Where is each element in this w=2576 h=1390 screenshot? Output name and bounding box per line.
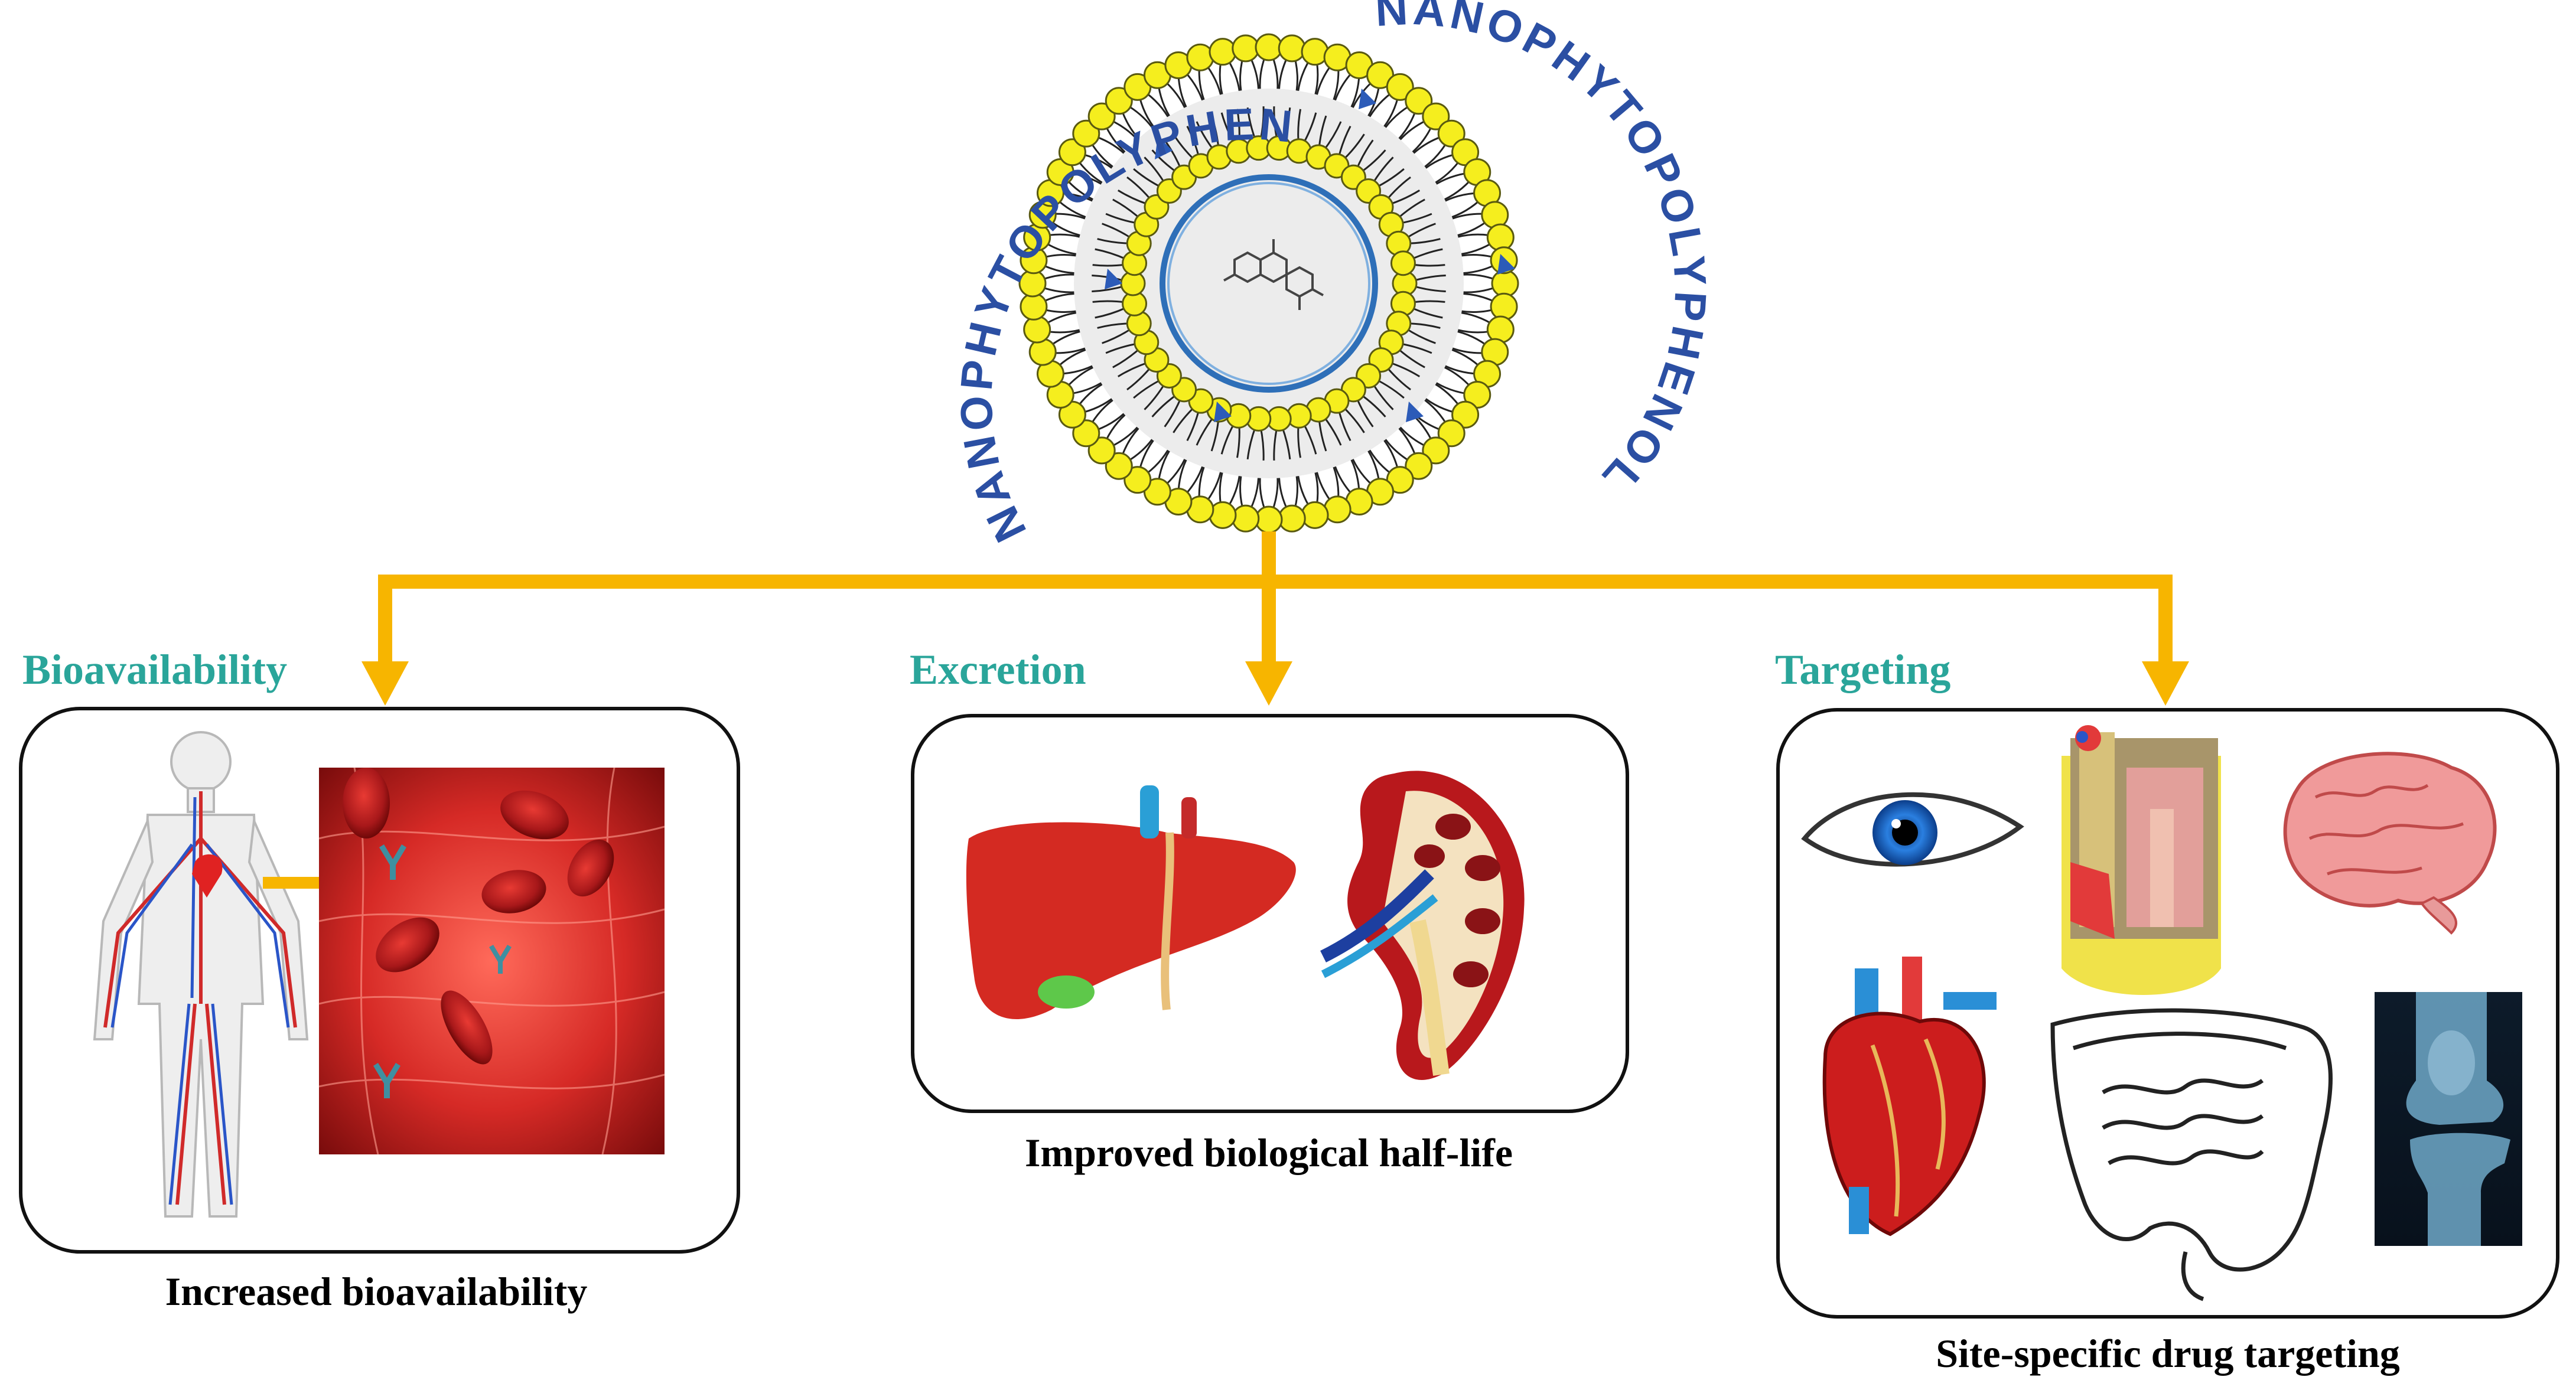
lipid-head <box>1405 87 1433 115</box>
lipid-head <box>1255 33 1283 61</box>
lipid-head <box>1437 419 1466 448</box>
arrowheads <box>362 661 2189 706</box>
caption-improved-half-life: Improved biological half-life <box>1025 1130 1513 1175</box>
lipid-head <box>1491 269 1519 298</box>
liver-illustration <box>966 785 1296 1019</box>
lipid-head <box>1437 119 1466 148</box>
kidney-illustration <box>1320 771 1525 1080</box>
category-label-targeting: Targeting <box>1775 646 1950 693</box>
lipid-head <box>1105 452 1133 480</box>
liposome: NANOPHYTOPOLYPHENOL NANOPHYTOPOLYPHENOL <box>0 0 1712 550</box>
lipid-head <box>1123 466 1152 494</box>
lipid-bilayer <box>1018 33 1519 534</box>
lipid-head <box>1278 504 1306 533</box>
lipid-head <box>1072 419 1100 448</box>
lipid-head <box>1232 34 1260 63</box>
drug-molecule-markers <box>1105 89 1515 422</box>
category-label-excretion: Excretion <box>910 646 1086 693</box>
connector-arrows <box>378 531 2173 673</box>
blood-vessel-with-red-cells-illustration <box>318 767 665 1155</box>
lipid-head <box>1386 73 1414 101</box>
lipid-head <box>1023 315 1051 344</box>
lipid-head <box>1020 292 1048 321</box>
core-circle <box>1160 174 1378 393</box>
lipid-head <box>1422 102 1450 130</box>
lipid-head <box>1087 436 1116 465</box>
arrowhead-right <box>2142 661 2189 706</box>
lipid-head <box>1451 400 1480 429</box>
eye-illustration <box>1801 792 2024 867</box>
intestine-illustration <box>2050 1008 2333 1301</box>
lipid-head <box>1105 87 1133 115</box>
antibody-icons <box>373 844 512 1098</box>
knee-xray-illustration <box>2375 992 2522 1246</box>
lipid-head <box>1301 501 1329 529</box>
heart-illustration <box>1822 957 1997 1236</box>
brain-illustration <box>2283 752 2497 935</box>
lipid-head <box>1490 292 1518 321</box>
bone-tissue-illustration <box>2062 725 2221 995</box>
caption-site-specific-targeting: Site-specific drug targeting <box>1936 1331 2400 1376</box>
human-circulatory-system-illustration <box>93 731 309 1218</box>
polyphenol-molecule-icon <box>1223 239 1324 310</box>
lipid-head <box>1278 34 1306 63</box>
caption-increased-bioavailability: Increased bioavailability <box>165 1269 588 1314</box>
arrowhead-left <box>362 661 409 706</box>
lipid-head <box>1255 505 1283 534</box>
core-circle-inner <box>1167 182 1370 385</box>
lipid-head <box>1209 38 1237 66</box>
lipid-head <box>1058 138 1086 167</box>
lipid-head <box>1072 119 1100 148</box>
lipid-head <box>1087 102 1116 130</box>
category-label-bioavailability: Bioavailability <box>22 646 287 693</box>
lipid-head <box>1390 250 1416 276</box>
lipid-head <box>1422 436 1450 465</box>
arrowhead-center <box>1245 661 1292 706</box>
lipid-head <box>1405 452 1433 480</box>
lipid-head <box>1232 504 1260 533</box>
lipid-head <box>1486 223 1515 252</box>
